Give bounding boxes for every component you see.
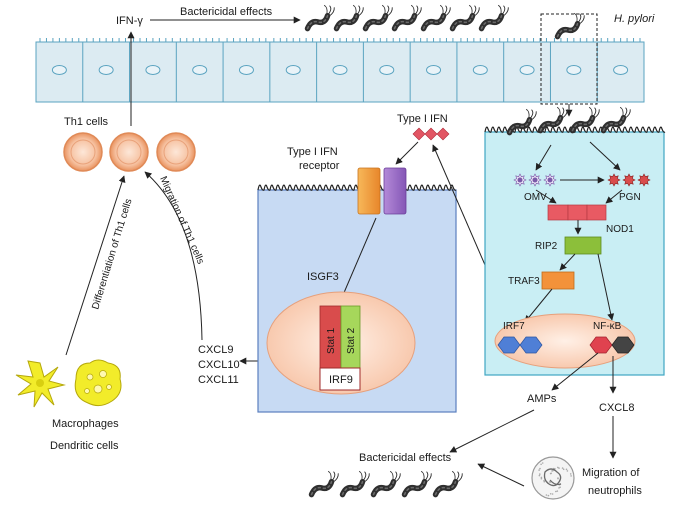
epithelial-cell	[503, 38, 547, 102]
bacterium-icon	[554, 12, 585, 40]
type1-ifn-receptor-label-1: Type I IFN	[287, 146, 338, 158]
epithelial-cell	[409, 38, 454, 102]
receptor-to-isgf3-arrow	[339, 217, 377, 303]
ifn-diamond-icon	[412, 127, 450, 141]
nfkb-label: NF-κB	[593, 321, 622, 332]
epithelial-cell	[269, 38, 314, 102]
differentiation-arrow	[65, 175, 126, 356]
bacterium-icon	[537, 106, 568, 134]
bacteria-top-row	[304, 4, 509, 32]
cxcl10-label: CXCL10	[198, 359, 240, 371]
ifn-gamma-label: IFN-γ	[116, 15, 143, 27]
bacterium-in-selection	[554, 12, 585, 40]
bacterium-icon	[370, 470, 401, 498]
rip2-box	[564, 236, 602, 255]
epithelial-cell	[316, 38, 360, 102]
zoom-selection-box	[540, 13, 598, 105]
th1-cell	[109, 132, 149, 172]
epithelial-cell	[596, 38, 641, 102]
bacterium-icon	[449, 4, 480, 32]
pgn-to-nod1-arrow	[605, 189, 623, 204]
bacterium-icon	[432, 470, 463, 498]
bacteria-bottom-row	[308, 470, 463, 498]
omv-vesicle-icon	[513, 173, 557, 187]
type1-ifn-label: Type I IFN	[397, 113, 448, 125]
bacterium-icon	[600, 106, 631, 134]
migration-th1-arrow	[144, 171, 203, 341]
bacterium-icon	[420, 4, 451, 32]
epithelial-cell	[175, 38, 220, 102]
bacterium-icon	[362, 4, 393, 32]
bactericidal-effects-bottom-label: Bactericidal effects	[359, 452, 452, 464]
type1-ifn-receptor	[357, 167, 407, 215]
bacterium-icon	[339, 470, 370, 498]
epithelial-cell	[549, 38, 594, 102]
epithelial-cell	[39, 38, 80, 75]
epithelial-cell	[82, 38, 127, 102]
macrophage-icon	[74, 359, 122, 407]
epithelial-cell	[362, 38, 407, 102]
bactericidal-effects-top-label: Bactericidal effects	[180, 6, 273, 18]
amps-label: AMPs	[527, 393, 557, 405]
pgn-icon	[607, 173, 651, 187]
th1-cells-group	[63, 132, 196, 172]
neutrophil-to-bacteria-arrow	[477, 463, 525, 487]
omv-to-nod1-arrow	[535, 189, 557, 204]
epithelial-cell	[456, 38, 501, 102]
nfkb-dimer	[589, 336, 635, 354]
nucleus-signalling	[494, 313, 636, 369]
bacteria-on-infected-cell	[506, 106, 631, 136]
migration-neutrophils-label-2: neutrophils	[588, 485, 642, 497]
bacterium-icon	[506, 108, 537, 136]
rip2-label: RIP2	[535, 241, 558, 252]
h-pylori-label: H. pylori	[614, 13, 655, 25]
nod1-receptor	[547, 204, 607, 221]
irf9-label: IRF9	[329, 374, 353, 386]
bacteria-to-pgn-arrow	[589, 141, 621, 171]
cxcl9-label: CXCL9	[198, 344, 233, 356]
bacterium-icon	[333, 4, 364, 32]
th1-cell	[156, 132, 196, 172]
th1-cell	[63, 132, 103, 172]
migration-th1-label: Migration of Th1 cells	[157, 175, 206, 266]
cxcl11-label: CXCL11	[198, 374, 239, 386]
epithelial-cell	[129, 38, 173, 102]
irf9-box	[319, 367, 361, 391]
amps-to-bactericidal-arrow	[449, 409, 535, 453]
neutrophil-icon	[531, 456, 575, 500]
bacterium-icon	[391, 4, 422, 32]
irf7-dimer	[497, 336, 543, 354]
bacterium-icon	[478, 4, 509, 32]
stat1-label: Stat 1	[326, 327, 337, 354]
nod1-label: NOD1	[606, 224, 634, 235]
differentiation-label: Differentiation of Th1 cells	[90, 197, 134, 310]
bacterium-icon	[569, 106, 600, 134]
rip2-to-traf3-arrow	[559, 253, 576, 271]
th1-cells-label: Th1 cells	[64, 116, 109, 128]
migration-neutrophils-label-1: Migration of	[582, 467, 640, 479]
rip2-to-nfkb-arrow	[597, 253, 615, 321]
cxcl8-label: CXCL8	[599, 402, 634, 414]
dendritic-cell-icon	[15, 360, 66, 408]
type1-ifn-receptor-label-2: receptor	[299, 160, 340, 172]
bacterium-icon	[304, 4, 335, 32]
bacteria-to-omv-arrow	[535, 144, 552, 171]
dendritic-cells-label: Dendritic cells	[50, 440, 119, 452]
nfkb-to-amps-arrow	[551, 352, 599, 391]
traf3-to-irf7-arrow	[524, 288, 553, 323]
macrophages-label: Macrophages	[52, 418, 119, 430]
bacterium-icon	[308, 470, 339, 498]
omv-label: OMV	[524, 192, 547, 203]
traf3-box	[541, 271, 575, 290]
irf7-label: IRF7	[503, 321, 525, 332]
bacterium-icon	[401, 470, 432, 498]
epithelium-layer	[35, 38, 645, 103]
isgf3-label: ISGF3	[307, 271, 339, 283]
pgn-label: PGN	[619, 192, 641, 203]
epithelial-cell	[222, 38, 267, 102]
stat2-label: Stat 2	[346, 327, 357, 354]
ifn-to-receptor-arrow	[395, 141, 419, 165]
traf3-label: TRAF3	[508, 276, 540, 287]
